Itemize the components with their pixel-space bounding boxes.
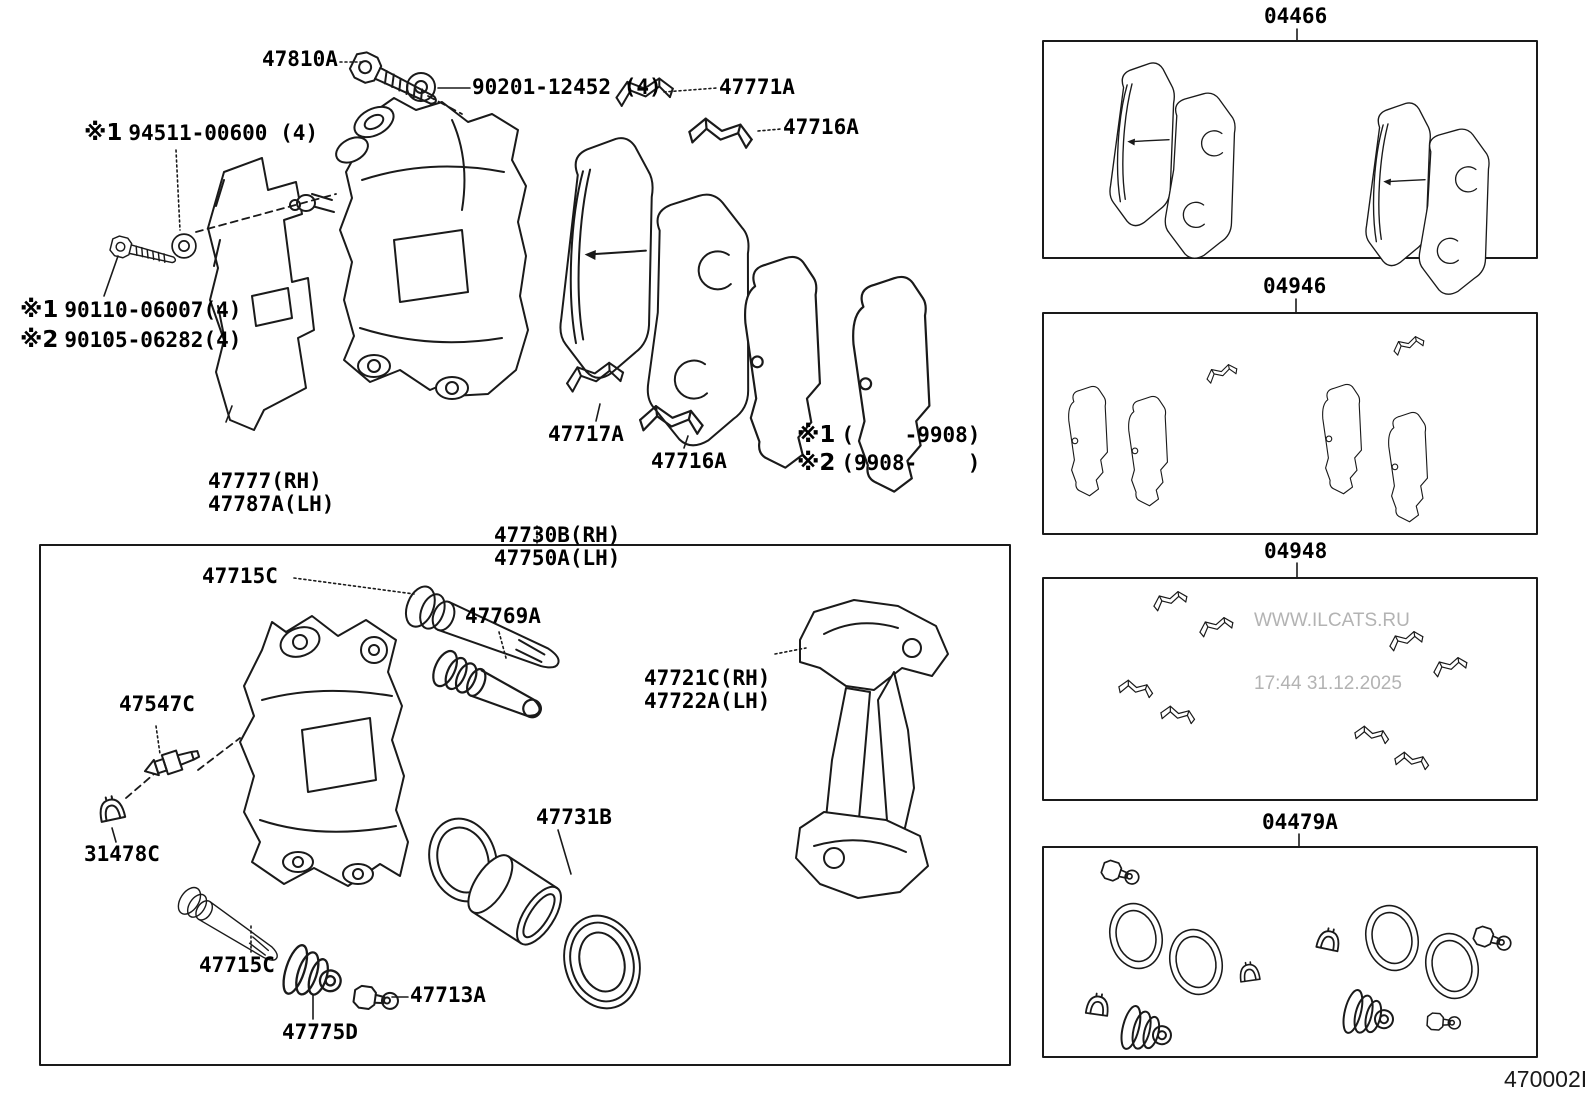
piston-drawing — [458, 847, 571, 953]
leader-lines — [103, 28, 1300, 1020]
kit-box-04948 — [1042, 577, 1538, 801]
part-label-47769A: 47769A — [465, 604, 541, 628]
part-label-47717A: 47717A — [548, 422, 624, 446]
shield-bolt-drawing — [108, 233, 197, 271]
drawing-number: 470002I — [1504, 1066, 1588, 1092]
set-ring-bolt-drawing — [351, 983, 401, 1014]
reference-mark: ※1 — [84, 120, 123, 146]
part-label-47810A: 47810A — [262, 47, 338, 71]
part-label-47775D: 47775D — [282, 1020, 358, 1044]
caliper-bracket-drawing — [795, 599, 949, 899]
part-label-47715C-lower: 47715C — [199, 953, 275, 977]
note-label-late: ※2(9908- ) — [797, 450, 981, 476]
part-label-47771A: 47771A — [719, 75, 795, 99]
part-label-47716A-lower: 47716A — [651, 449, 727, 473]
part-label-90201-12452: 90201-12452 (4) — [472, 75, 662, 99]
part-label-47731B: 47731B — [536, 805, 612, 829]
note-label-early: ※1( -9908) — [797, 422, 981, 448]
part-label-47777-47787A: 47777(RH)47787A(LH) — [208, 469, 335, 516]
reference-mark: ※1 — [20, 297, 59, 323]
main-parts-box — [39, 544, 1011, 1066]
part-label-47713A: 47713A — [410, 983, 486, 1007]
part-label-31478C: 31478C — [84, 842, 160, 866]
watermark: WWW.ILCATS.RU 17:44 31.12.2025 — [1254, 568, 1410, 715]
watermark-site: WWW.ILCATS.RU — [1254, 610, 1410, 631]
kit-box-04466 — [1042, 40, 1538, 259]
kit-label-04946: 04946 — [1263, 274, 1327, 298]
watermark-timestamp: 17:44 31.12.2025 — [1254, 673, 1402, 694]
part-label-47715C-upper: 47715C — [202, 564, 278, 588]
reference-mark: ※2 — [20, 327, 59, 353]
bleeder-cap-drawing — [95, 793, 127, 823]
bleeder-screw-drawing — [140, 743, 203, 782]
slide-bush-drawing — [427, 646, 550, 730]
reference-mark: ※1 — [797, 422, 836, 448]
reference-mark: ※2 — [797, 450, 836, 476]
kit-04479A-drawing — [1084, 857, 1515, 1060]
kit-label-04479A: 04479A — [1262, 810, 1338, 834]
caliper-assembly-drawing — [289, 97, 529, 400]
part-label-47730B-47750A: 47730B(RH)47750A(LH) — [494, 523, 621, 570]
caliper-lower-drawing — [239, 615, 409, 887]
kit-04466-drawing — [1106, 59, 1496, 298]
assembly-dash-lines — [125, 95, 463, 799]
dust-cover-drawing — [207, 157, 315, 431]
slide-pin-upper-drawing — [399, 581, 568, 683]
part-label-47547C: 47547C — [119, 692, 195, 716]
part-label-47721C-47722A: 47721C(RH)47722A(LH) — [644, 666, 771, 713]
kit-label-04466: 04466 — [1264, 4, 1328, 28]
kit-04946-drawing — [1068, 333, 1428, 523]
kit-box-04946 — [1042, 312, 1538, 535]
kit-box-04479A — [1042, 846, 1538, 1058]
cylinder-boot-drawing — [552, 905, 652, 1019]
kit-label-04948: 04948 — [1264, 539, 1328, 563]
part-label-47716A-upper: 47716A — [783, 115, 859, 139]
